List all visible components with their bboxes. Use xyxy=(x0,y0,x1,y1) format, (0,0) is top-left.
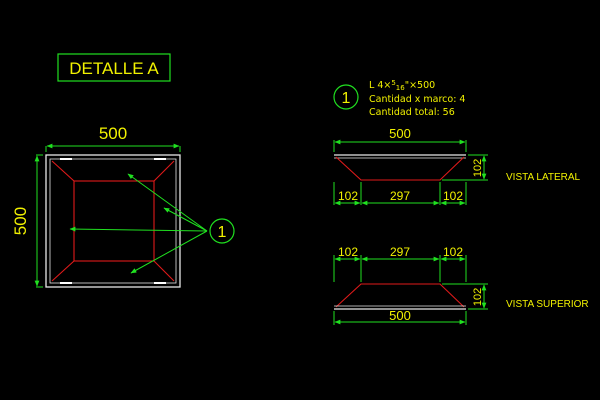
lat-top-dim-text: 500 xyxy=(389,126,411,141)
superior-view: 102 297 102 102 500 VISTA SUPERIOR xyxy=(333,245,589,325)
spec-fraction-den: 16 xyxy=(396,84,405,92)
inner-frame xyxy=(73,180,155,262)
spec-line-2: Cantidad x marco: 4 xyxy=(369,94,465,105)
corner-member-tr xyxy=(153,160,175,182)
lat-bdim-right-text: 102 xyxy=(443,189,463,203)
callout-circle xyxy=(209,218,235,244)
sup-height-dim-text: 102 xyxy=(472,288,484,306)
lat-bdim-center-text: 297 xyxy=(390,189,410,203)
title-block: DETALLE A xyxy=(57,53,171,82)
corner-member-br xyxy=(153,260,175,282)
corner-member-bl xyxy=(51,260,75,282)
outer-frame xyxy=(45,154,181,288)
sup-tdim-right-text: 102 xyxy=(443,245,463,259)
leader-2 xyxy=(163,207,208,232)
corner-member-tl xyxy=(51,160,75,182)
spec-callout-circle xyxy=(333,84,359,110)
sup-view-label: VISTA SUPERIOR xyxy=(506,299,589,310)
lat-view-label: VISTA LATERAL xyxy=(506,172,581,183)
sup-trapezoid xyxy=(335,283,465,308)
callout-number: 1 xyxy=(218,224,227,241)
front-view: 500 500 1 xyxy=(11,124,235,288)
spec-line-3: Cantidad total: 56 xyxy=(369,107,455,118)
spec-callout-number: 1 xyxy=(342,90,351,107)
lat-trapezoid xyxy=(335,156,465,181)
width-dimension-text: 500 xyxy=(99,124,127,143)
spec-note: 1 L 4×516"×500 Cantidad x marco: 4 Canti… xyxy=(333,79,465,118)
spec-fraction-num: 5 xyxy=(391,79,395,87)
height-dimension-text: 500 xyxy=(11,207,30,235)
leader-3 xyxy=(69,226,208,232)
spec-line-1: L 4×516"×500 xyxy=(369,79,435,92)
sup-tdim-center-text: 297 xyxy=(390,245,410,259)
spec-line-1-suffix: "×500 xyxy=(405,80,435,91)
spec-line-1-prefix: L 4× xyxy=(369,80,391,91)
lateral-view: 500 102 102 297 102 VISTA LATERAL xyxy=(333,126,581,206)
sup-bottom-dim-text: 500 xyxy=(389,308,411,323)
lat-height-dim-text: 102 xyxy=(472,159,484,177)
lat-bdim-left-text: 102 xyxy=(338,189,358,203)
leader-4 xyxy=(130,230,208,274)
title-frame xyxy=(57,53,171,82)
title-text: DETALLE A xyxy=(69,59,159,78)
sup-tdim-left-text: 102 xyxy=(338,245,358,259)
outer-frame-inner-edge xyxy=(49,158,177,284)
leader-1 xyxy=(127,173,208,232)
